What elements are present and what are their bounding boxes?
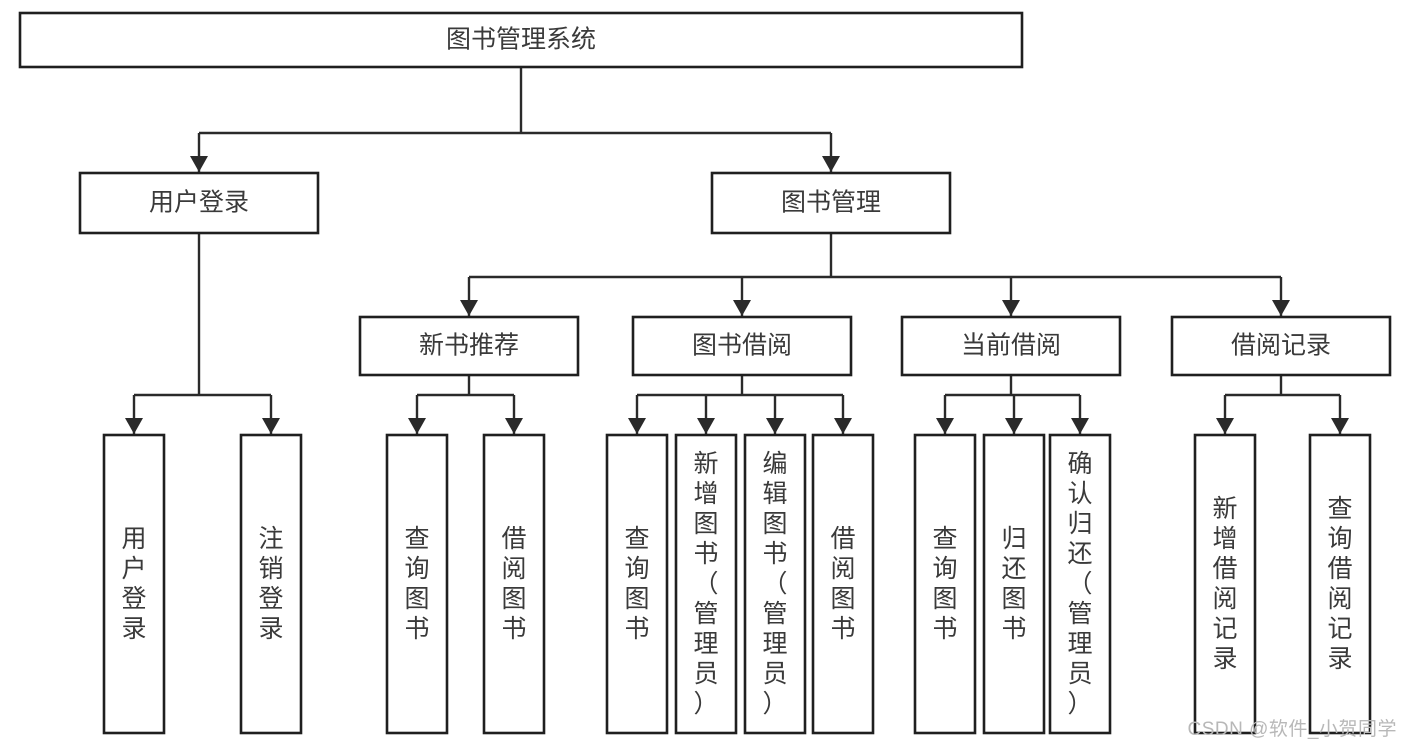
node-box: [900, 315, 1122, 377]
edge-group-user-login: [125, 233, 280, 434]
node-new-book-rec[interactable]: 新书推荐: [358, 315, 580, 377]
node-label: 查询图书: [624, 525, 649, 643]
edge-group-root: [190, 67, 840, 172]
node-book-manage[interactable]: 图书管理: [710, 171, 952, 235]
node-label: 当前借阅: [961, 332, 1061, 360]
node-root[interactable]: 图书管理系统: [18, 11, 1024, 69]
edge-group-new-book-rec: [408, 375, 523, 434]
node-box: [605, 433, 669, 735]
node-box: [631, 315, 853, 377]
node-label: 归还图书: [1001, 525, 1026, 643]
arrow-head-icon: [822, 156, 840, 172]
node-label: 新增图书（管理员）: [693, 450, 718, 718]
edge-group-borrow-record: [1216, 375, 1349, 434]
node-layer: 图书管理系统用户登录图书管理新书推荐图书借阅当前借阅借阅记录用户登录注销登录查询…: [18, 11, 1392, 735]
node-leaf-add-record[interactable]: 新增借阅记录: [1193, 433, 1257, 735]
node-current-borrow[interactable]: 当前借阅: [900, 315, 1122, 377]
node-box: [913, 433, 977, 735]
node-label: 图书管理: [781, 189, 881, 217]
arrow-head-icon: [262, 418, 280, 434]
node-leaf-borrow-book-rec[interactable]: 借阅图书: [482, 433, 546, 735]
node-book-borrow[interactable]: 图书借阅: [631, 315, 853, 377]
node-box: [18, 11, 1024, 69]
edge-group-book-manage: [460, 233, 1290, 316]
node-leaf-query-record[interactable]: 查询借阅记录: [1308, 433, 1372, 735]
node-box: [102, 433, 166, 735]
node-label: 确认归还（管理员）: [1067, 450, 1092, 718]
arrow-head-icon: [766, 418, 784, 434]
edge-group-current-borrow: [936, 375, 1089, 434]
arrow-head-icon: [1331, 418, 1349, 434]
arrow-head-icon: [936, 418, 954, 434]
arrow-head-icon: [125, 418, 143, 434]
arrow-head-icon: [1216, 418, 1234, 434]
node-box: [358, 315, 580, 377]
node-label: 图书借阅: [692, 332, 792, 360]
node-label: 新书推荐: [419, 332, 519, 360]
arrow-head-icon: [733, 300, 751, 316]
node-label: 查询图书: [932, 525, 957, 643]
arrow-head-icon: [408, 418, 426, 434]
node-label: 查询图书: [404, 525, 429, 643]
node-label: 新增借阅记录: [1212, 495, 1237, 673]
node-box: [674, 433, 738, 735]
node-label: 图书管理系统: [446, 26, 596, 54]
node-label: 借阅图书: [830, 525, 855, 643]
node-box: [710, 171, 952, 235]
node-box: [1193, 433, 1257, 735]
node-label: 编辑图书（管理员）: [762, 450, 787, 718]
node-leaf-add-book[interactable]: 新增图书（管理员）: [674, 433, 738, 735]
node-box: [1170, 315, 1392, 377]
node-leaf-return-book[interactable]: 归还图书: [982, 433, 1046, 735]
node-leaf-logout[interactable]: 注销登录: [239, 433, 303, 735]
node-borrow-record[interactable]: 借阅记录: [1170, 315, 1392, 377]
arrow-head-icon: [1071, 418, 1089, 434]
node-leaf-edit-book[interactable]: 编辑图书（管理员）: [743, 433, 807, 735]
node-box: [78, 171, 320, 235]
arrow-head-icon: [834, 418, 852, 434]
arrow-head-icon: [190, 156, 208, 172]
connector-layer: [125, 67, 1349, 434]
node-user-login[interactable]: 用户登录: [78, 171, 320, 235]
node-box: [982, 433, 1046, 735]
node-box: [385, 433, 449, 735]
arrow-head-icon: [505, 418, 523, 434]
node-label: 用户登录: [149, 189, 249, 217]
node-box: [1308, 433, 1372, 735]
arrow-head-icon: [460, 300, 478, 316]
arrow-head-icon: [1272, 300, 1290, 316]
node-leaf-query-book-rec[interactable]: 查询图书: [385, 433, 449, 735]
node-leaf-confirm-return[interactable]: 确认归还（管理员）: [1048, 433, 1112, 735]
node-box: [482, 433, 546, 735]
node-leaf-query-book-borrow[interactable]: 查询图书: [605, 433, 669, 735]
arrow-head-icon: [628, 418, 646, 434]
node-label: 借阅图书: [501, 525, 526, 643]
arrow-head-icon: [1005, 418, 1023, 434]
node-leaf-query-book-cur[interactable]: 查询图书: [913, 433, 977, 735]
arrow-head-icon: [697, 418, 715, 434]
node-box: [743, 433, 807, 735]
node-label: 注销登录: [258, 525, 283, 643]
node-label: 查询借阅记录: [1327, 495, 1352, 673]
node-box: [239, 433, 303, 735]
node-leaf-user-login[interactable]: 用户登录: [102, 433, 166, 735]
node-label: 借阅记录: [1231, 332, 1331, 360]
arrow-head-icon: [1002, 300, 1020, 316]
node-leaf-borrow-book[interactable]: 借阅图书: [811, 433, 875, 735]
edge-group-book-borrow: [628, 375, 852, 434]
node-box: [811, 433, 875, 735]
node-box: [1048, 433, 1112, 735]
node-label: 用户登录: [121, 525, 146, 643]
